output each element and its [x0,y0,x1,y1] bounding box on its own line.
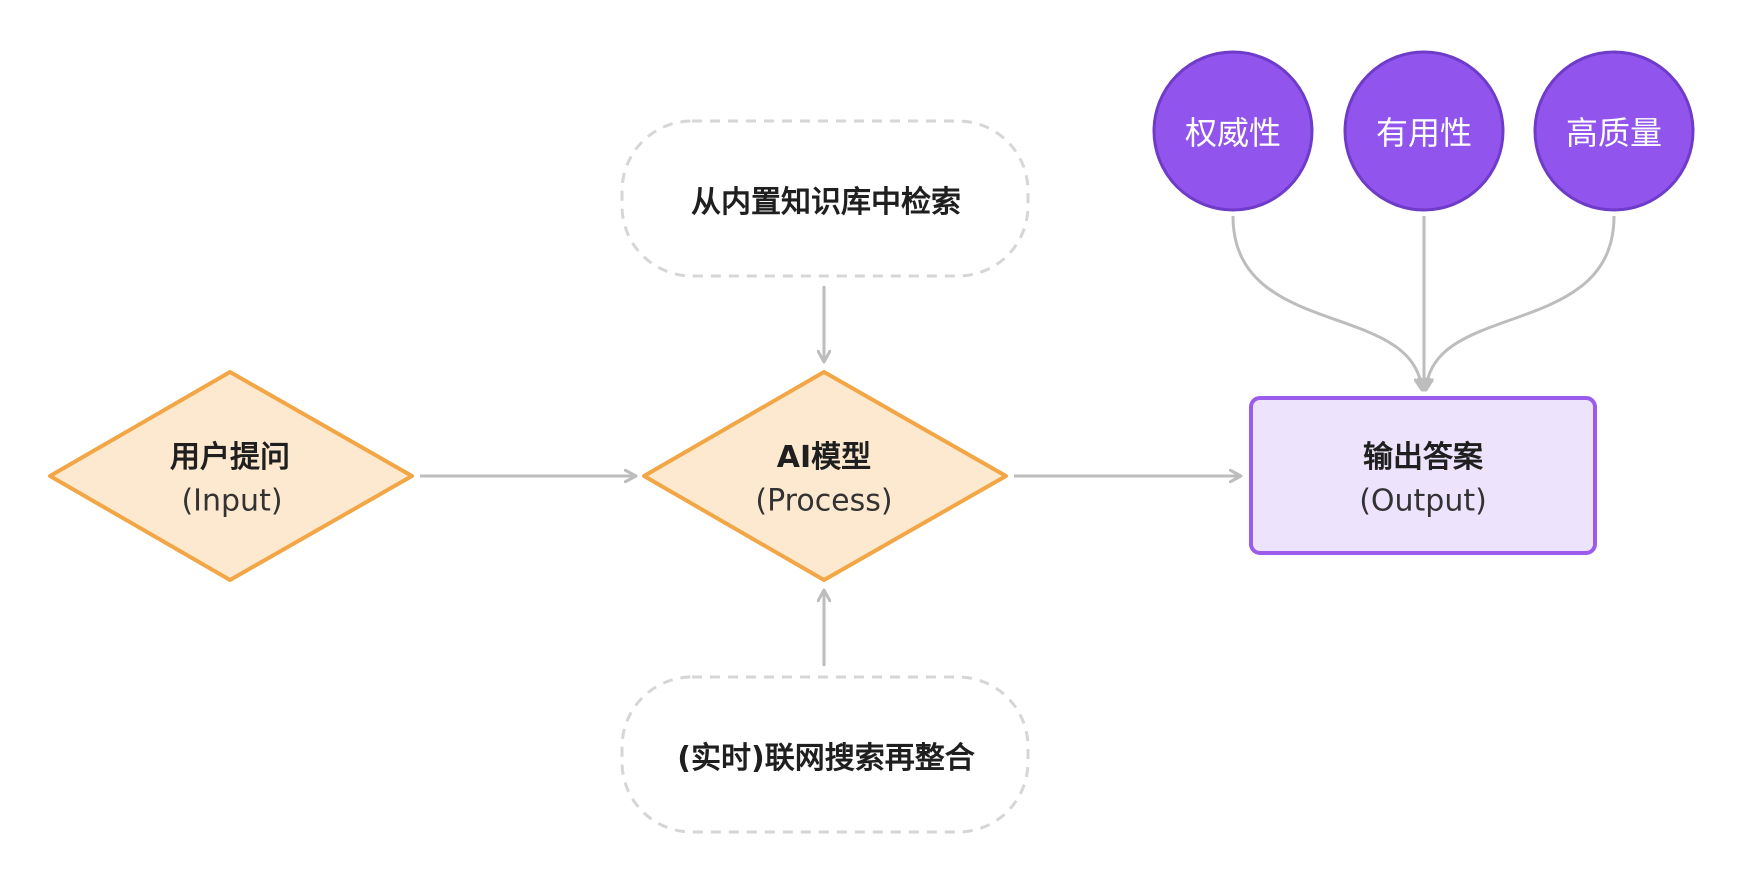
circle-usefulness-label: 有用性 [1375,114,1473,152]
input-title: 用户提问 [170,440,290,475]
curve-quality-to-output [1426,215,1616,390]
search-box [620,675,1030,834]
circle-authority-label: 权威性 [1184,114,1282,152]
input-diamond [48,370,414,582]
process-diamond [642,370,1008,582]
output-box [1249,396,1597,555]
output-subtitle: (Output) [1359,483,1487,519]
circle-quality-label: 高质量 [1565,114,1663,152]
curve-authority-to-output [1231,215,1422,390]
circle-authority [1152,50,1314,212]
circle-quality [1533,50,1695,212]
process-subtitle: (Process) [755,483,893,519]
knowledge-box [620,119,1030,278]
input-subtitle: (Input) [181,483,283,519]
process-title: AI模型 [776,440,872,475]
knowledge-label: 从内置知识库中检索 [691,185,961,220]
circle-usefulness [1343,50,1505,212]
output-title: 输出答案 [1363,440,1483,475]
search-label: (实时)联网搜索再整合 [677,741,975,776]
